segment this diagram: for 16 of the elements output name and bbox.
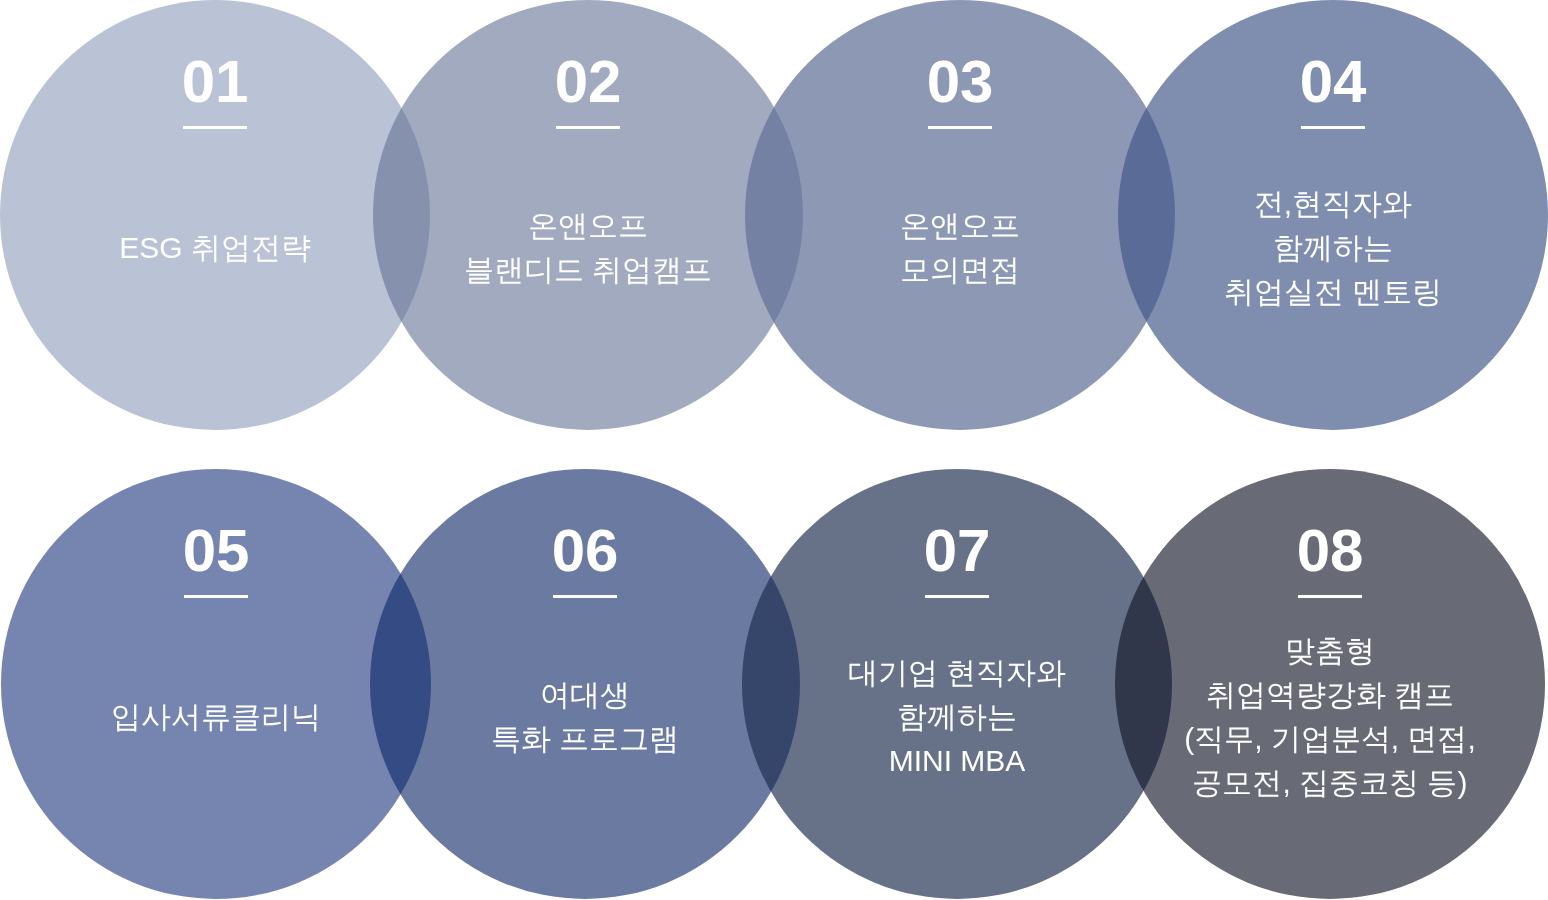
program-title: 대기업 현직자와 함께하는 MINI MBA [847,655,1067,779]
program-title: ESG 취업전략 [119,230,311,266]
program-title: 온앤오프 블랜디드 취업캠프 [463,208,713,288]
step-number: 04 [1299,52,1367,112]
program-title: 맞춤형 취업역량강화 캠프 (직무, 기업분석, 면접, 공모전, 집중코칭 등) [1184,633,1476,801]
step-number: 06 [551,521,619,581]
step-number: 03 [926,52,994,112]
program-title: 입사서류클리닉 [111,699,321,735]
step-number: 05 [182,521,250,581]
program-title: 전,현직자와 함께하는 취업실전 멘토링 [1223,186,1443,310]
step-number: 08 [1296,521,1364,581]
step-number: 01 [181,52,249,112]
step-number: 02 [554,52,622,112]
step-number: 07 [923,521,991,581]
program-title: 온앤오프 모의면접 [900,208,1020,288]
program-title: 여대생 특화 프로그램 [490,677,680,757]
